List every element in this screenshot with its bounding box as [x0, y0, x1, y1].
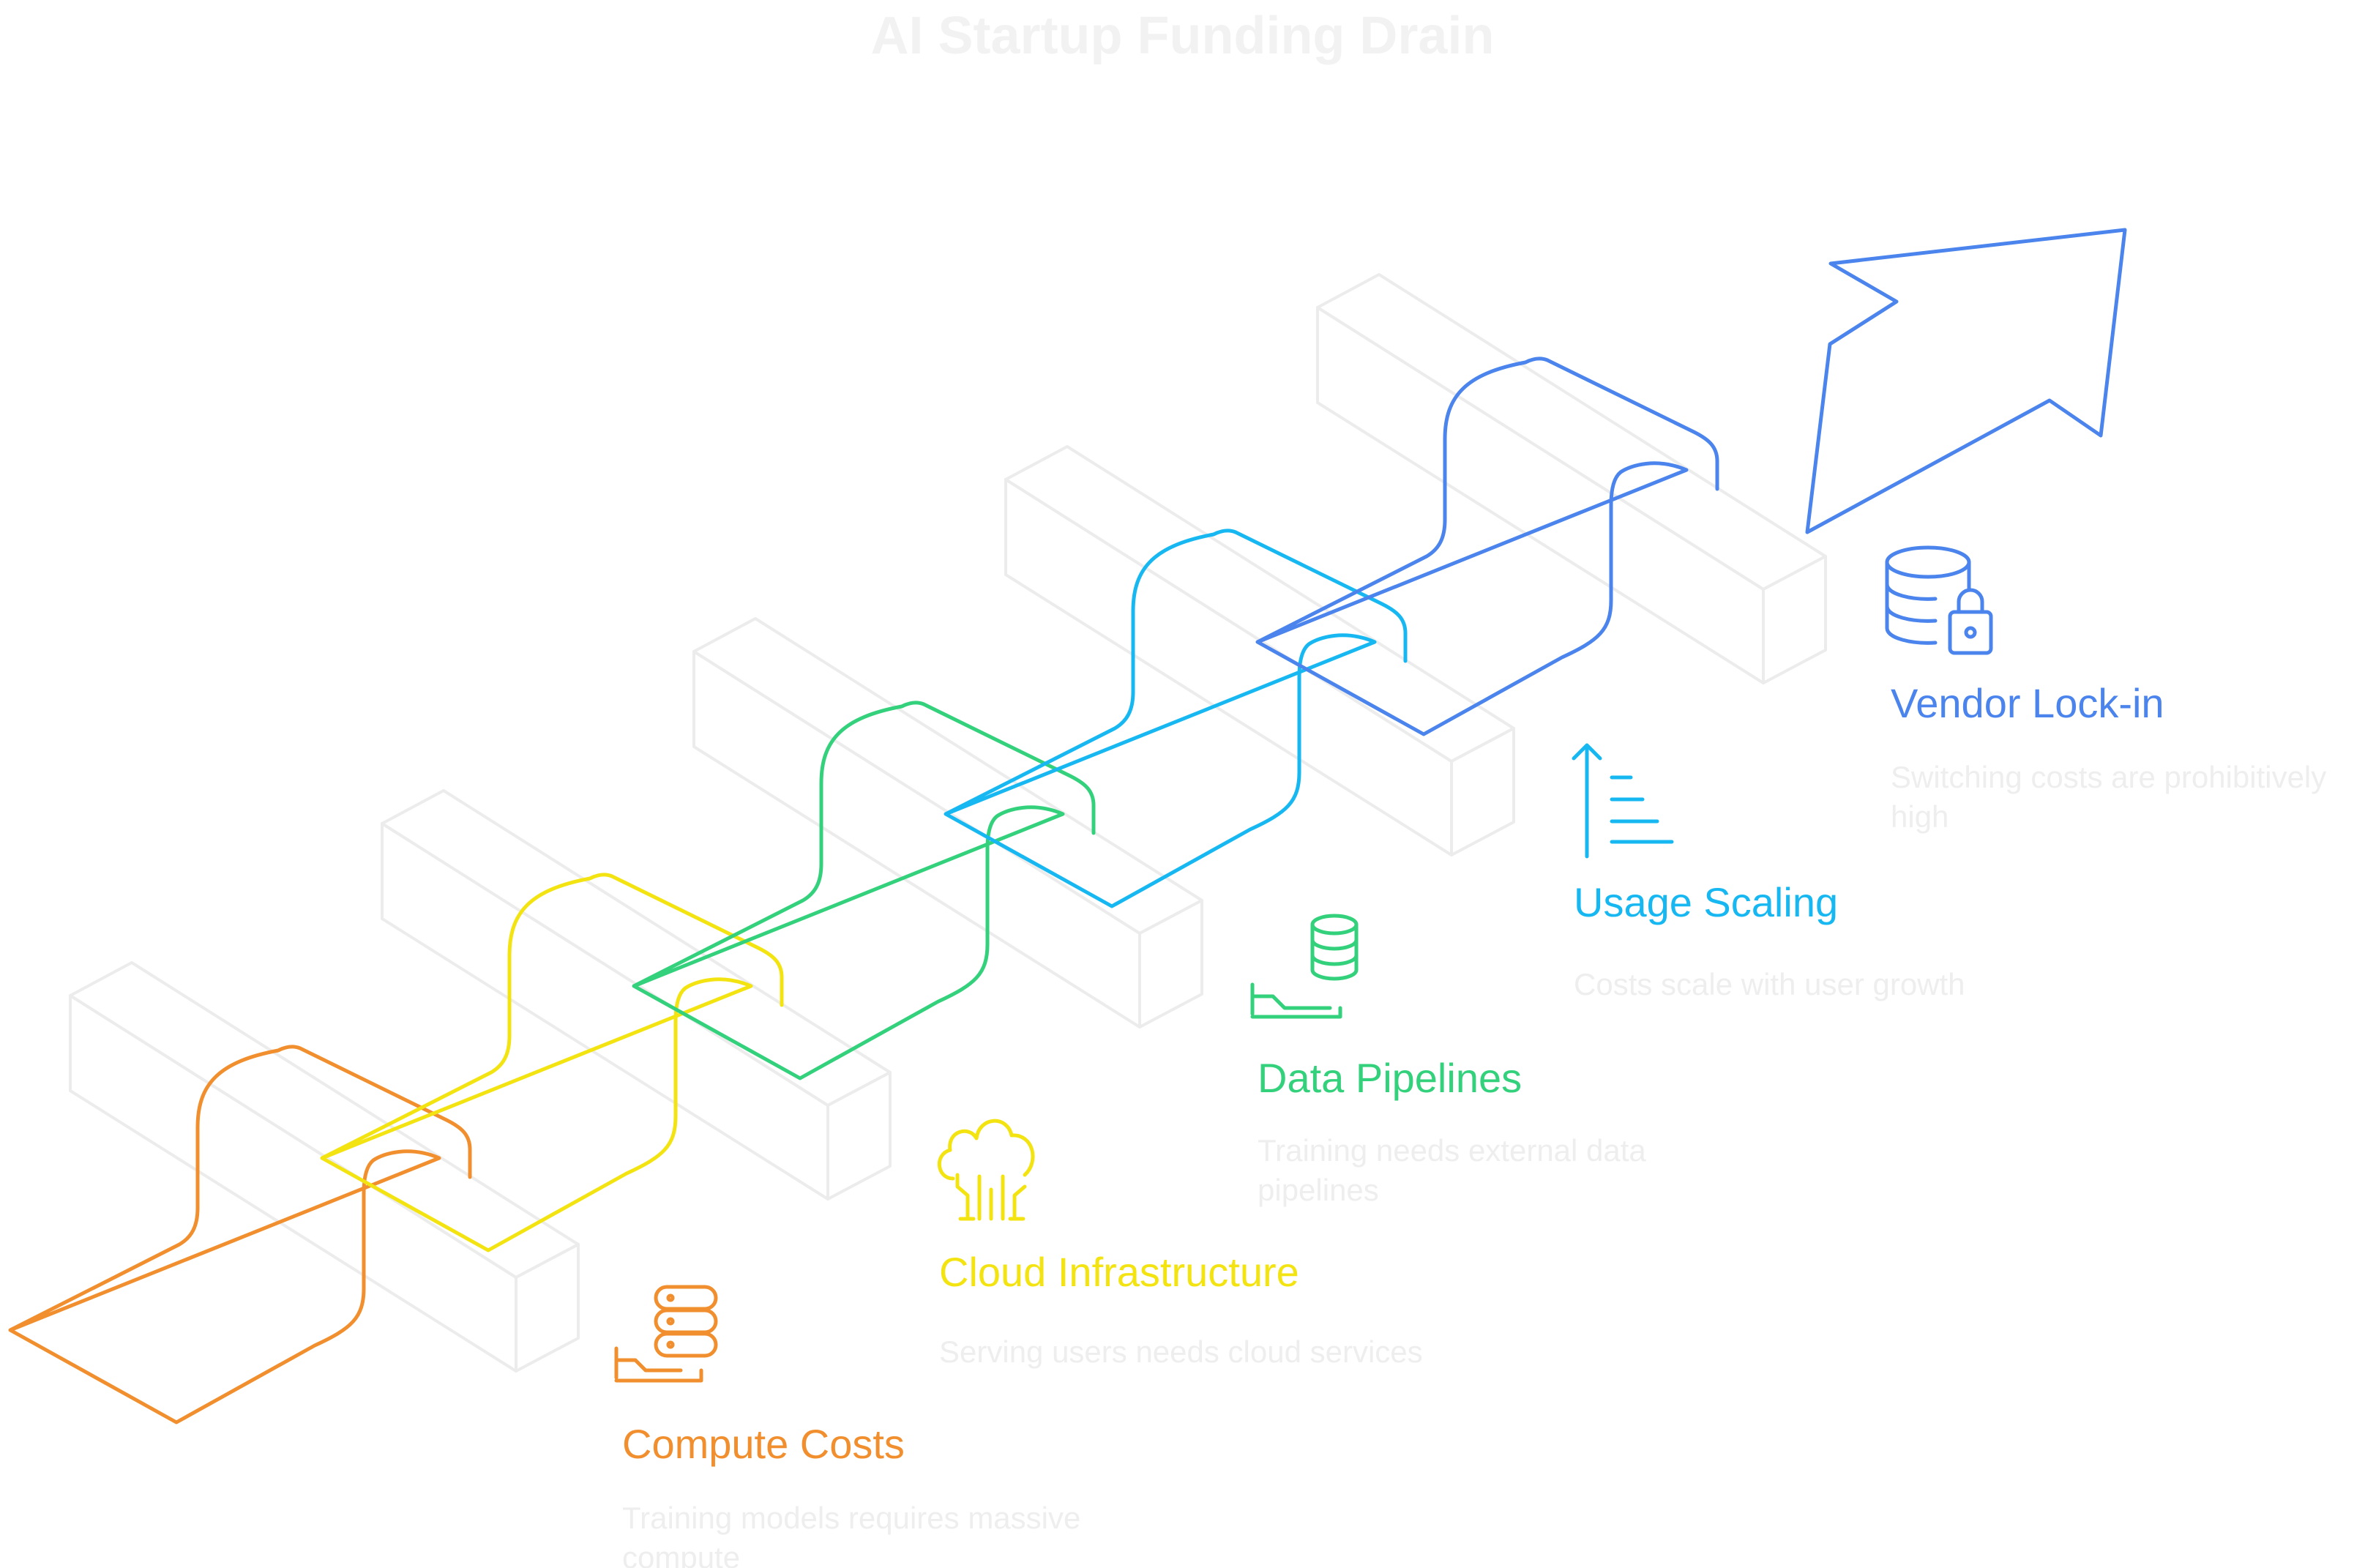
database-hand-icon [1250, 914, 1359, 1019]
background-block-side [1138, 899, 1203, 1028]
step-title-usage-scaling: Usage Scaling [1574, 879, 1839, 925]
step-description-compute-costs: Training models requires massive compute [622, 1501, 1081, 1568]
diagram-title: AI Startup Funding Drain [870, 7, 1495, 65]
cloud-circuit-icon [937, 1119, 1035, 1221]
ribbon-segment [944, 529, 1408, 908]
ribbon-segment [1255, 356, 1719, 736]
arrow-head [1805, 228, 2127, 534]
step-title-cloud-infrastructure: Cloud Infrastructure [939, 1249, 1299, 1295]
server-hand-icon [614, 1285, 718, 1383]
background-block-side [1762, 555, 1827, 684]
ribbon-segment [8, 1045, 472, 1425]
background-block-side [515, 1243, 580, 1373]
step-description-vendor-lock-in: Switching costs are prohibitively high [1891, 760, 2327, 834]
ribbon-segment [320, 873, 784, 1252]
step-description-usage-scaling: Costs scale with user growth [1574, 967, 1965, 1001]
sort-ascending-icon [1572, 743, 1674, 859]
step-title-vendor-lock-in: Vendor Lock-in [1891, 680, 2164, 726]
step-description-cloud-infrastructure: Serving users needs cloud services [939, 1334, 1423, 1369]
background-block-side [1450, 727, 1515, 856]
step-title-compute-costs: Compute Costs [622, 1421, 905, 1467]
step-title-data-pipelines: Data Pipelines [1258, 1055, 1523, 1101]
background-blocks [69, 273, 1827, 1373]
background-block-side [826, 1071, 892, 1201]
database-lock-icon [1885, 545, 1993, 655]
step-description-data-pipelines: Training needs external data pipelines [1258, 1133, 1646, 1207]
ribbon-path [8, 356, 1719, 1425]
ribbon-segment [632, 701, 1096, 1080]
